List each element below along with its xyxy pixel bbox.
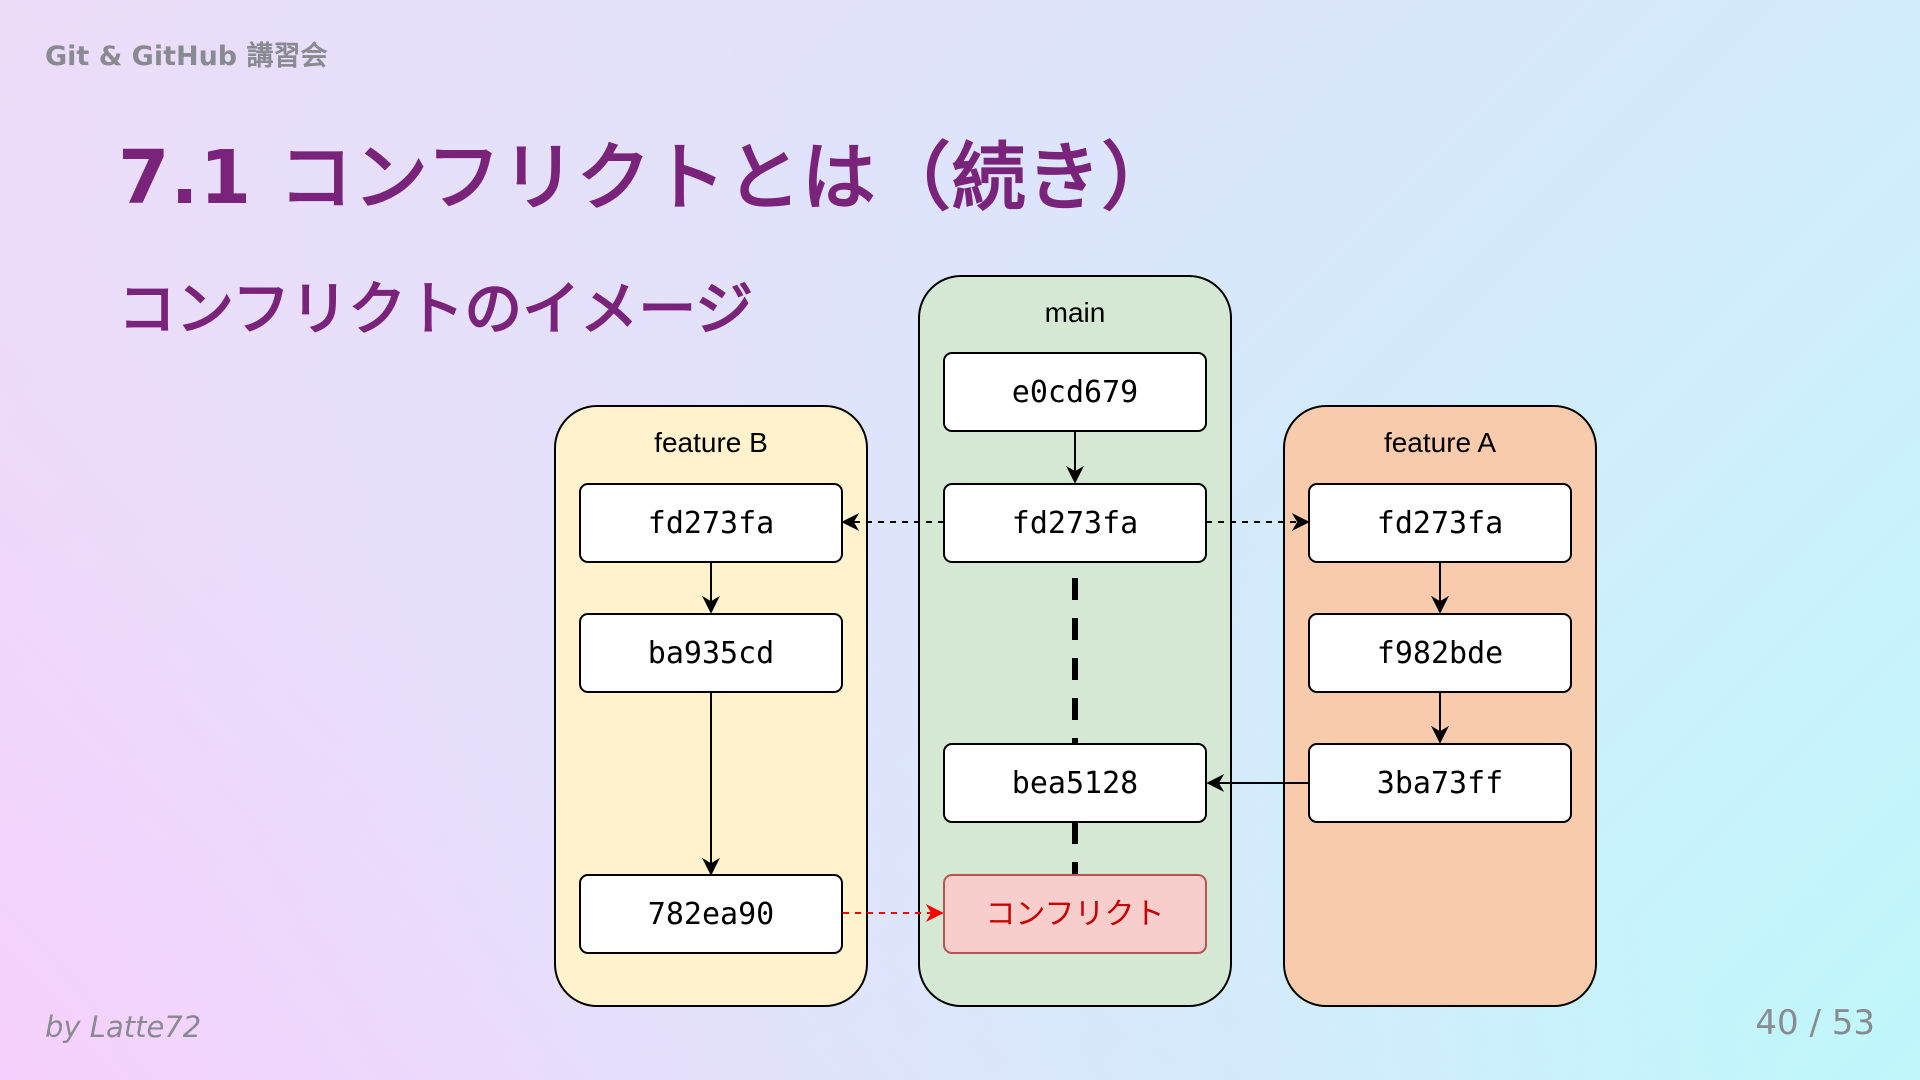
commit-node: 3ba73ff — [1308, 743, 1572, 823]
commit-node: 782ea90 — [579, 874, 843, 954]
commit-hash: fd273fa — [648, 506, 774, 541]
commit-hash: fd273fa — [1012, 506, 1138, 541]
presentation-header: Git & GitHub 講習会 — [45, 41, 328, 72]
commit-node: fd273fa — [579, 483, 843, 563]
lane-label-feature-a: feature A — [1384, 427, 1496, 458]
commit-hash: 782ea90 — [648, 897, 774, 932]
commit-hash: fd273fa — [1377, 506, 1503, 541]
conflict-node: コンフリクト — [943, 874, 1207, 954]
lane-label-main: main — [1045, 297, 1106, 328]
footer-author: by Latte72 — [45, 1010, 202, 1044]
commit-hash: f982bde — [1377, 636, 1503, 671]
page-number: 40 / 53 — [1755, 1003, 1875, 1043]
commit-node: f982bde — [1308, 613, 1572, 693]
commit-node: ba935cd — [579, 613, 843, 693]
commit-hash: bea5128 — [1012, 766, 1138, 801]
commit-hash: ba935cd — [648, 636, 774, 671]
slide-subtitle: コンフリクトのイメージ — [118, 275, 754, 343]
commit-node: e0cd679 — [943, 352, 1207, 432]
commit-hash: 3ba73ff — [1377, 766, 1503, 801]
conflict-label: コンフリクト — [985, 897, 1164, 932]
commit-node: bea5128 — [943, 743, 1207, 823]
commit-node: fd273fa — [1308, 483, 1572, 563]
commit-hash: e0cd679 — [1012, 375, 1138, 410]
commit-node: fd273fa — [943, 483, 1207, 563]
lane-label-feature-b: feature B — [654, 427, 768, 458]
slide-title: 7.1 コンフリクトとは（続き） — [118, 135, 1177, 221]
lane-main — [918, 275, 1232, 1007]
